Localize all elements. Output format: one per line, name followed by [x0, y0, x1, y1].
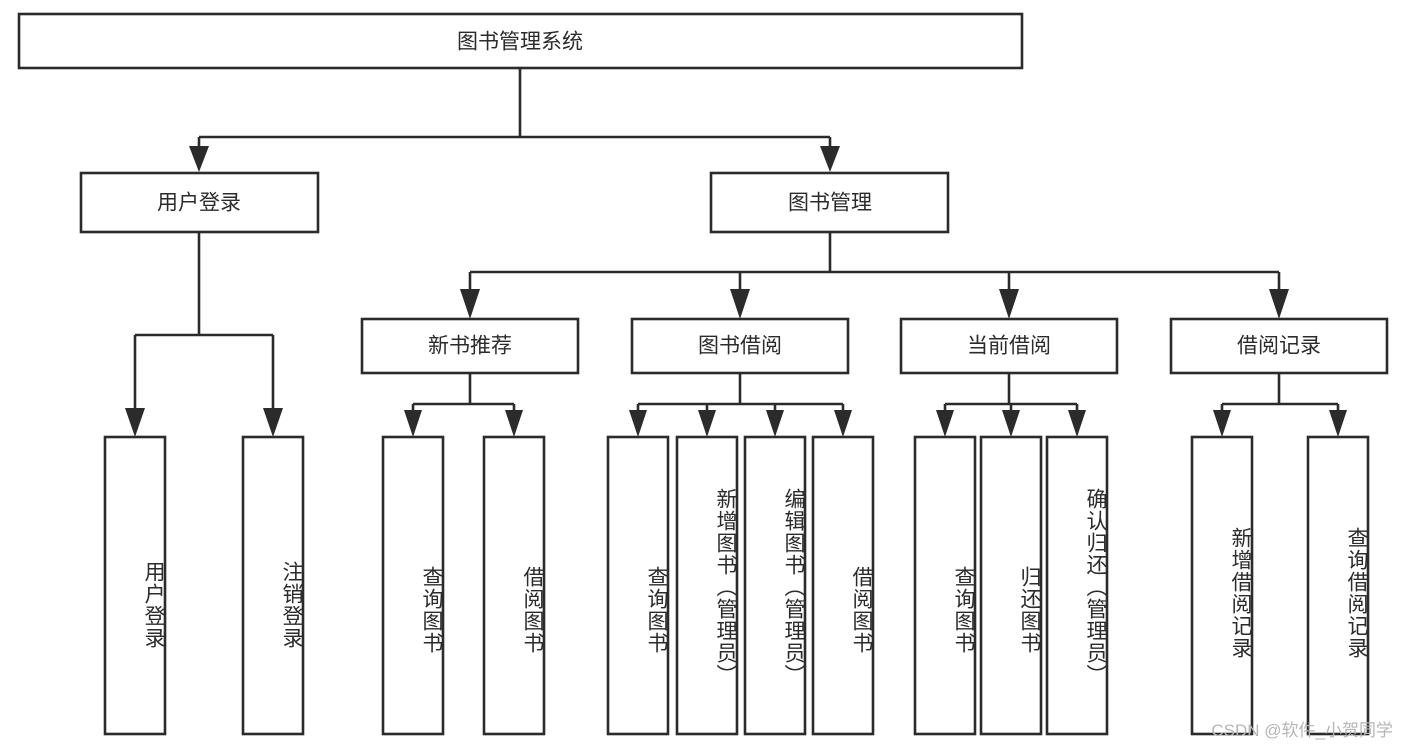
node-leaf-edit-book[interactable]: [743, 435, 807, 736]
arrowhead-leaf-query-book-2: [629, 410, 647, 437]
node-book-management[interactable]: [709, 171, 950, 234]
arrowhead-leaf-borrow-book-2: [834, 410, 852, 437]
arrowhead-current-borrow: [999, 289, 1019, 319]
arrowhead-new-book-recommend: [460, 289, 480, 319]
arrowhead-leaf-user-login: [125, 408, 145, 437]
label-current-borrow: 当前借阅: [967, 335, 1051, 358]
node-box-group: [17, 12, 1389, 736]
arrowhead-borrow-record: [1269, 289, 1289, 319]
node-leaf-confirm-return[interactable]: [1045, 435, 1109, 736]
horizontal-label-group: 图书管理系统 用户登录 图书管理 新书推荐 图书借阅 当前借阅 借阅记录: [157, 31, 1321, 358]
arrowhead-leaf-confirm-return: [1068, 410, 1086, 437]
node-leaf-add-record[interactable]: [1190, 435, 1254, 736]
node-book-borrow[interactable]: [630, 317, 850, 375]
arrowhead-leaf-return-book: [1002, 410, 1020, 437]
node-root[interactable]: [17, 12, 1024, 70]
node-current-borrow[interactable]: [899, 317, 1119, 375]
arrowhead-book-borrow: [730, 289, 750, 319]
arrowhead-leaf-query-book-1: [404, 410, 422, 437]
arrowhead-leaf-query-book-3: [936, 410, 954, 437]
node-leaf-query-record[interactable]: [1306, 435, 1370, 736]
arrowhead-leaf-borrow-book-1: [505, 410, 523, 437]
node-leaf-borrow-book-1[interactable]: [482, 435, 546, 736]
label-user-login: 用户登录: [157, 192, 241, 215]
arrowhead-book-management: [820, 146, 840, 172]
node-leaf-query-book-1[interactable]: [381, 435, 445, 736]
node-leaf-borrow-book-2[interactable]: [811, 435, 875, 736]
node-new-book-recommend[interactable]: [360, 317, 580, 375]
label-book-management: 图书管理: [788, 192, 872, 215]
arrowhead-leaf-logout: [263, 408, 283, 437]
arrowhead-user-login: [189, 146, 209, 172]
arrowhead-leaf-query-record: [1329, 410, 1347, 437]
node-leaf-query-book-2[interactable]: [606, 435, 670, 736]
node-leaf-query-book-3[interactable]: [913, 435, 977, 736]
arrowhead-leaf-add-record: [1213, 410, 1231, 437]
node-leaf-add-book[interactable]: [675, 435, 739, 736]
csdn-watermark: CSDN @软件_小贺同学: [1211, 721, 1393, 740]
arrowhead-leaf-edit-book: [766, 410, 784, 437]
label-new-book-recommend: 新书推荐: [428, 335, 512, 358]
node-user-login[interactable]: [79, 171, 320, 234]
node-leaf-logout[interactable]: [241, 435, 305, 736]
node-leaf-user-login[interactable]: [103, 435, 167, 736]
arrowhead-leaf-add-book: [698, 410, 716, 437]
label-root: 图书管理系统: [457, 31, 583, 54]
node-borrow-record[interactable]: [1169, 317, 1389, 375]
label-borrow-record: 借阅记录: [1237, 335, 1321, 358]
label-book-borrow: 图书借阅: [698, 335, 782, 358]
node-leaf-return-book[interactable]: [979, 435, 1043, 736]
connector-group: [125, 68, 1347, 437]
